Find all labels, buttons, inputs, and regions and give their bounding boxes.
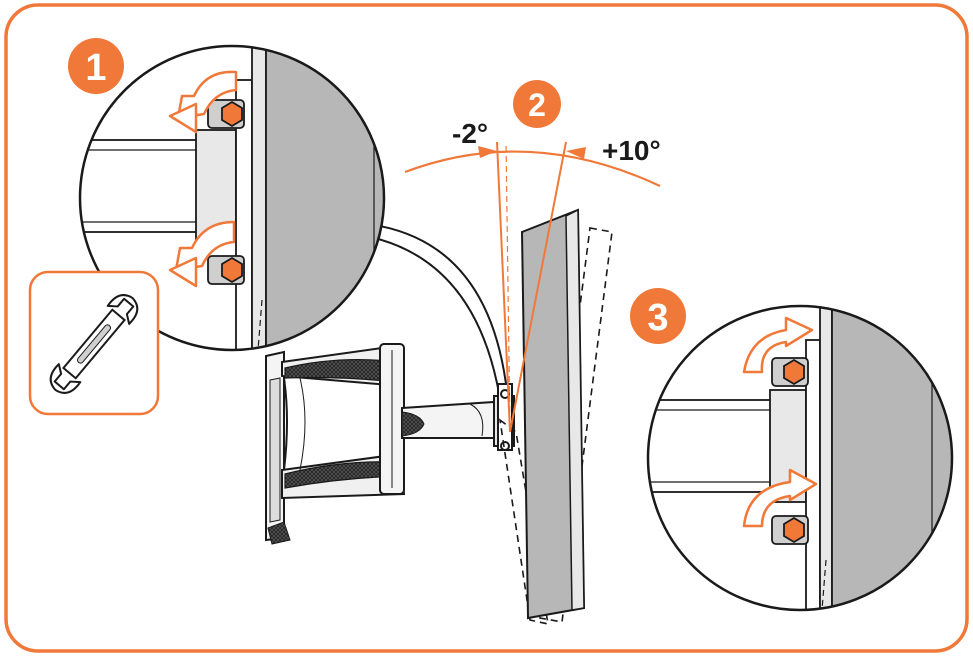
tilt-angle-lines xyxy=(496,141,567,433)
step-3-number: 3 xyxy=(647,297,668,339)
clockwise-arrow-icon xyxy=(742,468,818,528)
tool-box xyxy=(28,270,160,416)
hex-bolt-icon xyxy=(207,255,245,285)
wrench-icon xyxy=(49,294,139,394)
zoom-circle-step-1 xyxy=(78,44,386,352)
arc-arrowhead-left xyxy=(478,146,497,158)
zoom-circle-step-3 xyxy=(646,304,954,612)
hex-bolt-icon xyxy=(207,99,245,129)
step-1-number: 1 xyxy=(85,47,106,89)
arc-arrowhead-right xyxy=(566,147,586,159)
tilt-minus-label: -2° xyxy=(452,118,488,149)
clockwise-arrow-icon xyxy=(742,316,814,374)
step-3-badge: 3 xyxy=(630,288,686,344)
tilt-plus-label: +10° xyxy=(602,135,661,166)
step-2-badge: 2 xyxy=(513,80,561,128)
step-2-number: 2 xyxy=(528,87,546,123)
hex-bolt-icon xyxy=(771,357,809,387)
counterclockwise-arrow-icon xyxy=(168,220,236,288)
tilt-range-arc xyxy=(404,150,661,187)
counterclockwise-arrow-icon xyxy=(168,70,238,134)
wall-mount-arm xyxy=(265,343,515,545)
step-1-badge: 1 xyxy=(68,38,124,94)
tv-panel xyxy=(520,208,586,620)
hex-bolt-icon xyxy=(771,515,809,545)
